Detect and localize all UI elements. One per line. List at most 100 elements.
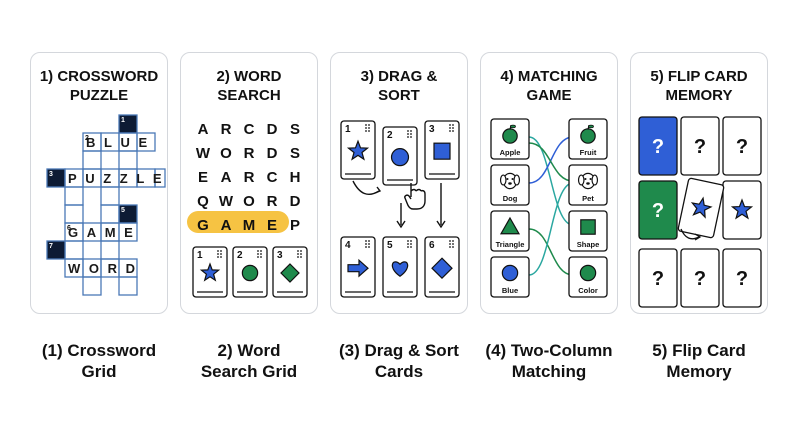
- memory-card[interactable]: ?: [680, 116, 720, 176]
- crossword-cell[interactable]: [118, 276, 138, 296]
- crossword-cell[interactable]: [82, 150, 102, 170]
- match-item-left[interactable]: Apple: [490, 118, 530, 160]
- card[interactable]: 4: [340, 236, 376, 298]
- crossword-cell[interactable]: [82, 276, 102, 296]
- word-search-letter[interactable]: S: [290, 145, 300, 162]
- match-item-right[interactable]: Color: [568, 256, 608, 298]
- card-question-mark: ?: [694, 136, 706, 158]
- clue-number: 3: [49, 171, 53, 178]
- word-search-letter[interactable]: O: [243, 193, 255, 210]
- match-item-left[interactable]: Triangle: [490, 210, 530, 252]
- memory-card[interactable]: [722, 180, 762, 240]
- crossword-cell[interactable]: [136, 132, 156, 152]
- memory-card[interactable]: ?: [680, 248, 720, 308]
- crossword-cell[interactable]: [154, 168, 166, 188]
- clue-number: 2: [85, 135, 89, 142]
- card[interactable]: 2: [382, 126, 418, 186]
- match-line: [528, 136, 574, 226]
- crossword-cell[interactable]: [100, 240, 120, 260]
- clue-number: 7: [49, 243, 53, 250]
- word-search-letter[interactable]: A: [221, 169, 232, 186]
- crossword-cell[interactable]: [100, 204, 120, 224]
- word-search-letter[interactable]: G: [197, 217, 209, 234]
- crossword-cell[interactable]: [118, 150, 138, 170]
- clue-number: 6: [67, 225, 71, 232]
- word-search-letter[interactable]: C: [267, 169, 278, 186]
- match-item-left[interactable]: Blue: [490, 256, 530, 298]
- memory-card[interactable]: ?: [638, 116, 678, 176]
- word-search-letter[interactable]: D: [267, 121, 278, 138]
- word-search-letter[interactable]: P: [290, 217, 300, 234]
- word-search-letter[interactable]: D: [267, 145, 278, 162]
- crossword-cell[interactable]: [100, 186, 120, 206]
- match-label: Color: [578, 286, 598, 295]
- word-search-letter[interactable]: R: [244, 169, 255, 186]
- word-search-letter[interactable]: C: [244, 121, 255, 138]
- card-question-mark: ?: [736, 268, 748, 290]
- star-icon: [690, 196, 713, 219]
- card[interactable]: 1: [192, 246, 228, 298]
- card-number: 3: [277, 250, 283, 261]
- word-search-letter[interactable]: W: [219, 193, 234, 210]
- flipping-card[interactable]: [677, 177, 725, 239]
- word-search-letter[interactable]: R: [267, 193, 278, 210]
- caption-crossword: (1) Crossword Grid: [41, 341, 157, 381]
- caption-word-search: 2) Word Search Grid: [200, 341, 298, 381]
- apple-icon: [580, 124, 596, 144]
- word-search-letter[interactable]: A: [198, 121, 209, 138]
- word-search-letter[interactable]: S: [290, 121, 300, 138]
- word-search-letter[interactable]: A: [221, 217, 232, 234]
- card-question-mark: ?: [736, 136, 748, 158]
- match-item-right[interactable]: Fruit: [568, 118, 608, 160]
- card[interactable]: 6: [424, 236, 460, 298]
- match-label: Pet: [582, 194, 594, 203]
- match-line: [528, 142, 574, 182]
- heart-icon: [391, 261, 409, 277]
- word-search-letter[interactable]: W: [196, 145, 211, 162]
- crossword-cell[interactable]: [64, 240, 84, 260]
- match-item-left[interactable]: Dog: [490, 164, 530, 206]
- hand-cursor-icon: [404, 183, 426, 210]
- square-icon: [580, 219, 596, 235]
- word-search-letter[interactable]: M: [243, 217, 256, 234]
- word-search-letter[interactable]: R: [244, 145, 255, 162]
- card[interactable]: 3: [424, 120, 460, 180]
- card-question-mark: ?: [652, 200, 664, 222]
- word-search-letter[interactable]: E: [267, 217, 277, 234]
- crossword-cell[interactable]: [64, 204, 84, 224]
- crossword-cell[interactable]: [64, 186, 84, 206]
- memory-card[interactable]: ?: [722, 248, 762, 308]
- arrow-icon: [347, 258, 369, 278]
- star-icon: [730, 198, 754, 220]
- word-search-letter[interactable]: Q: [197, 193, 209, 210]
- panel-title: 3) DRAG & SORT: [360, 68, 438, 104]
- word-search-letter[interactable]: D: [290, 193, 301, 210]
- card[interactable]: 1: [340, 120, 376, 180]
- match-item-right[interactable]: Shape: [568, 210, 608, 252]
- match-label: Dog: [503, 194, 518, 203]
- word-search-letter[interactable]: H: [290, 169, 301, 186]
- word-search-letter[interactable]: E: [198, 169, 208, 186]
- circle-icon: [579, 264, 597, 282]
- clue-number: 5: [121, 207, 125, 214]
- card-number: 4: [345, 240, 351, 251]
- clue-number: 1: [121, 117, 125, 124]
- match-line: [528, 136, 574, 184]
- card[interactable]: 3: [272, 246, 308, 298]
- card[interactable]: 5: [382, 236, 418, 298]
- star-icon: [346, 139, 370, 161]
- memory-card[interactable]: ?: [638, 180, 678, 240]
- match-item-right[interactable]: Pet: [568, 164, 608, 206]
- word-search-letter[interactable]: R: [221, 121, 232, 138]
- triangle-icon: [499, 216, 521, 235]
- crossword-cell[interactable]: [118, 222, 138, 242]
- memory-card[interactable]: ?: [638, 248, 678, 308]
- word-search-letter[interactable]: O: [220, 145, 232, 162]
- memory-card[interactable]: ?: [722, 116, 762, 176]
- card[interactable]: 2: [232, 246, 268, 298]
- crossword-clue-cell: [46, 240, 66, 260]
